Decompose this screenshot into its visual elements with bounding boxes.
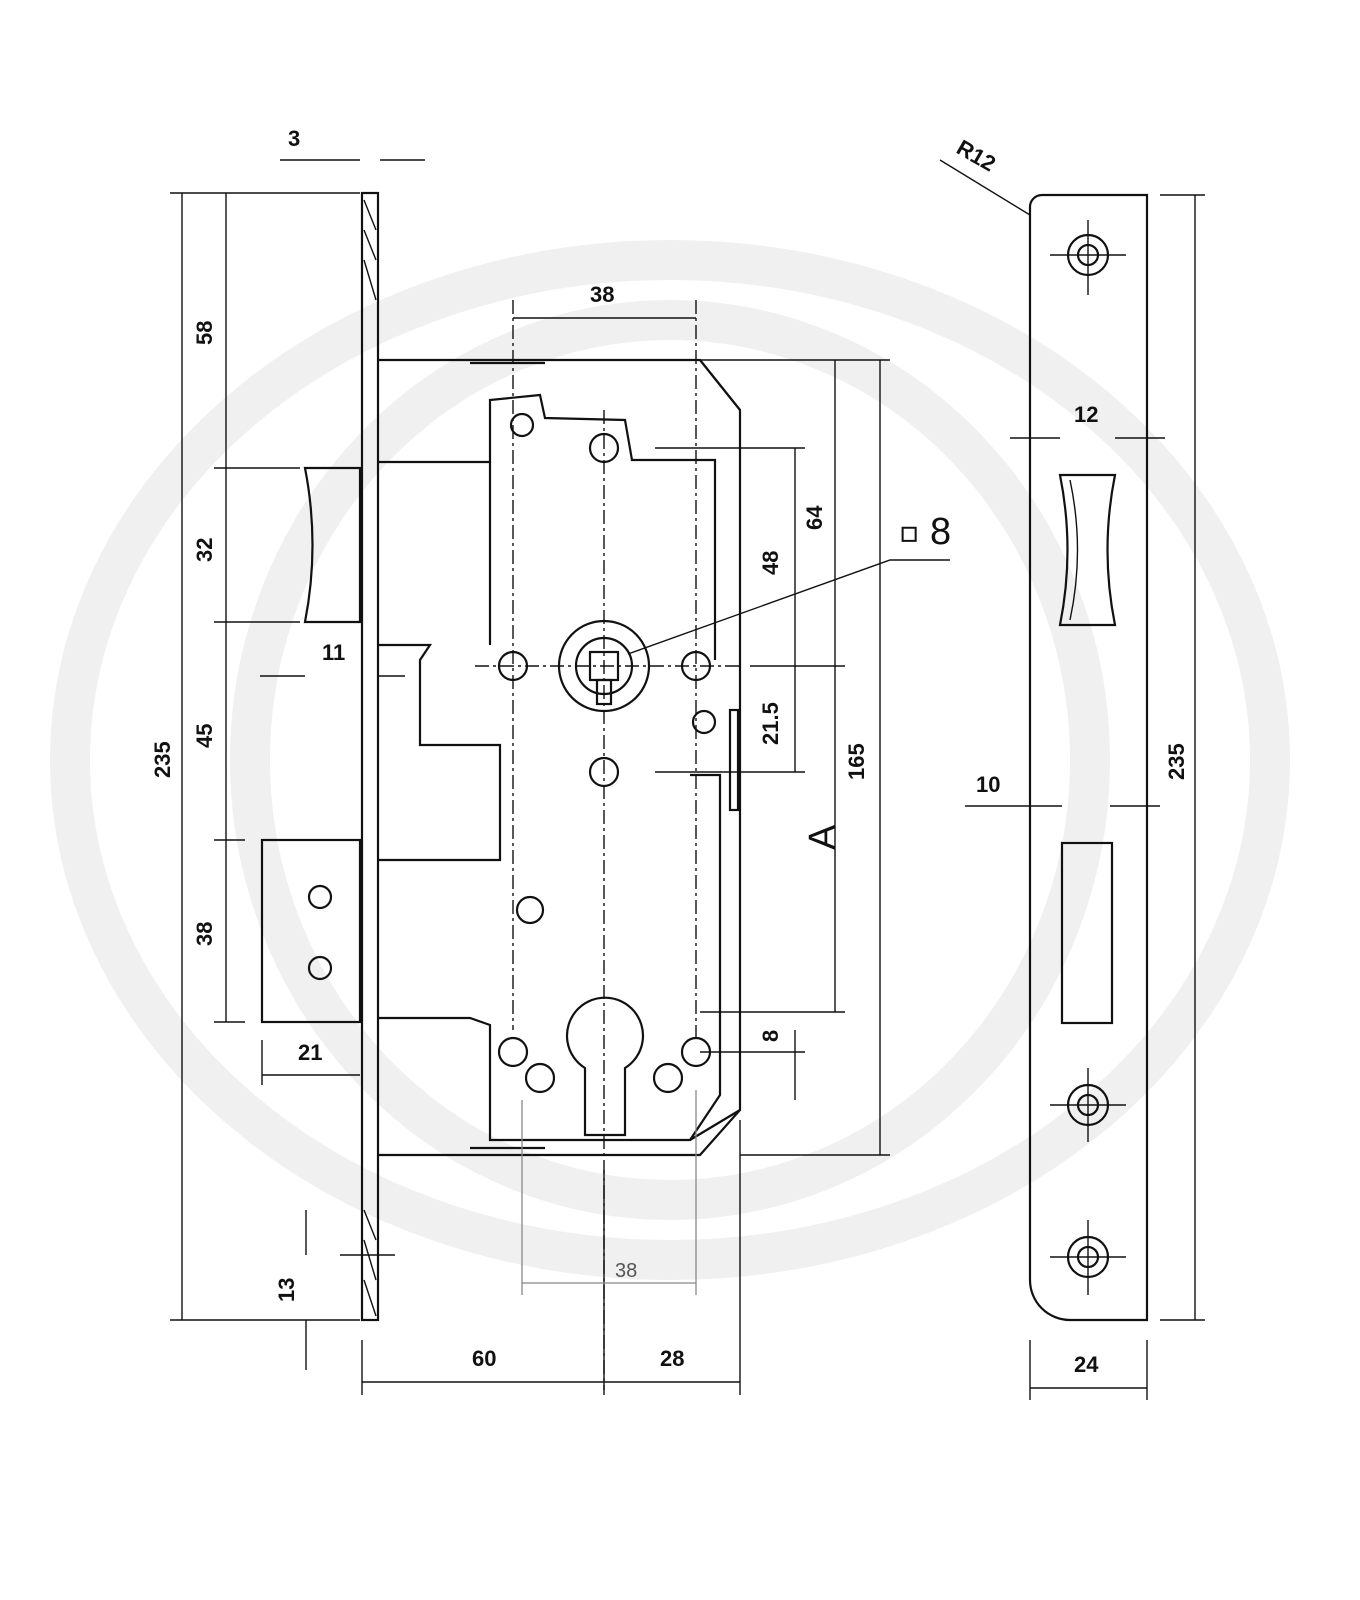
square-symbol: ◻	[900, 520, 918, 545]
dim-follower-to-top: 64	[802, 505, 827, 530]
dim-faceplate-thickness: 3	[288, 126, 300, 151]
strike-screw-hole-top	[1050, 220, 1126, 295]
dim-body-height: 165	[844, 743, 869, 780]
lock-faceplate	[360, 191, 380, 1322]
center-lines	[475, 300, 740, 1390]
lock-case	[378, 358, 742, 1157]
dim-deadbolt-height: 38	[192, 922, 217, 946]
dim-bottom-offset: 13	[274, 1278, 299, 1302]
strike-screw-hole-bottom	[1050, 1220, 1126, 1295]
dim-latch-projection: 11	[322, 640, 345, 665]
dim-follower-hole-span: 48	[758, 551, 783, 575]
dim-total-length: 235	[150, 741, 175, 778]
dim-top-hole-spacing: 38	[590, 282, 614, 307]
dim-cylinder-offset: 8	[758, 1030, 783, 1042]
dim-strike-radius: R12	[953, 135, 1000, 177]
dim-bottom-hole-spacing: 38	[615, 1260, 637, 1282]
dimension-lines	[170, 159, 1205, 1400]
dim-latch-opening-width: 12	[1074, 402, 1098, 427]
dim-backset: 60	[472, 1346, 496, 1371]
dim-strike-length: 235	[1164, 743, 1189, 780]
dim-latch-to-deadbolt: 45	[192, 724, 217, 748]
dim-center-distance: A	[802, 824, 844, 850]
dim-deadbolt-projection: 21	[298, 1040, 322, 1065]
dim-strike-width: 24	[1074, 1352, 1099, 1377]
watermark-logo	[50, 240, 1290, 1280]
mounting-holes	[497, 412, 717, 1094]
dim-body-rear: 28	[660, 1346, 684, 1371]
dim-bolt-opening-width: 10	[976, 772, 1000, 797]
dim-upper-to-latch: 58	[192, 321, 217, 345]
deadbolt	[260, 838, 362, 1024]
cylinder-cutout	[565, 996, 645, 1137]
dim-square-follower: 8	[930, 511, 951, 553]
dim-follower-lower: 21.5	[758, 702, 783, 745]
dim-latch-height: 32	[192, 538, 217, 562]
latch-bolt	[303, 466, 362, 624]
strike-screw-hole-middle	[1050, 1068, 1126, 1142]
strike-plate	[1028, 193, 1149, 1322]
